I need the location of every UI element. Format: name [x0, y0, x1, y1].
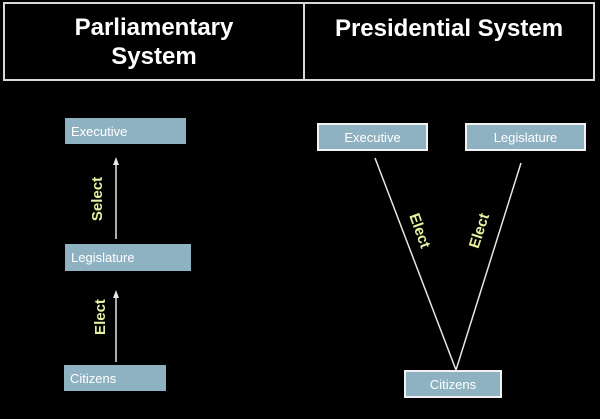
presidential-legislature-box: Legislature: [465, 123, 586, 151]
presidential-executive-box: Executive: [317, 123, 428, 151]
parliamentary-executive-box: Executive: [65, 118, 186, 144]
parliamentary-title-line2: System: [111, 42, 197, 70]
parliamentary-header-cell: Parliamentary System: [5, 4, 305, 79]
presidential-left-line: [374, 157, 457, 371]
comparison-header: Parliamentary System Presidential System: [3, 2, 595, 81]
elect-arrow-head: [113, 290, 119, 298]
parliamentary-citizens-box: Citizens: [64, 365, 166, 391]
parliamentary-elect-label: Elect: [92, 299, 109, 335]
presidential-right-line: [455, 162, 522, 371]
select-label: Select: [89, 176, 106, 222]
presidential-header-cell: Presidential System: [305, 4, 593, 79]
select-arrow-head: [113, 157, 119, 165]
parliamentary-title: Parliamentary System: [75, 13, 234, 71]
parliamentary-legislature-box: Legislature: [65, 244, 191, 271]
presidential-title: Presidential System: [334, 15, 564, 42]
parliamentary-title-line1: Parliamentary: [74, 13, 234, 41]
presidential-citizens-box: Citizens: [404, 370, 502, 398]
